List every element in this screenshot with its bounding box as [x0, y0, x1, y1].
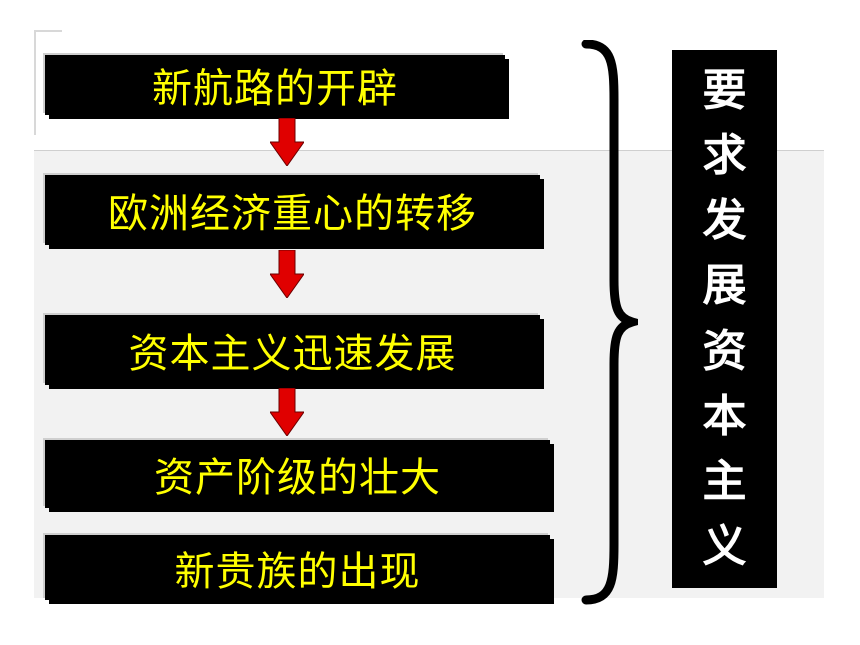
step-label-1: 新航路的开辟 — [152, 66, 398, 112]
conclusion-char: 求 — [702, 129, 747, 181]
step-label-2: 欧洲经济重心的转移 — [108, 191, 477, 237]
step-box-4: 资产阶级的壮大 — [45, 440, 550, 508]
conclusion-char: 要 — [702, 64, 747, 116]
conclusion-box: 要 求 发 展 资 本 主 义 — [672, 50, 777, 588]
conclusion-char: 展 — [702, 260, 747, 312]
step-label-5: 新贵族的出现 — [174, 548, 421, 595]
conclusion-char: 资 — [702, 325, 747, 377]
down-arrow-icon — [270, 250, 304, 298]
down-arrow-icon — [270, 118, 304, 166]
frame-line-top-left — [34, 30, 62, 32]
step-box-5: 新贵族的出现 — [45, 535, 550, 600]
frame-line-panel-top — [34, 150, 824, 151]
frame-line-left-1 — [34, 30, 36, 135]
step-box-1: 新航路的开辟 — [45, 55, 505, 115]
step-label-4: 资产阶级的壮大 — [154, 455, 441, 501]
right-brace-icon — [581, 40, 638, 605]
down-arrow-icon — [270, 388, 304, 436]
conclusion-char: 本 — [702, 390, 747, 442]
step-box-3: 资本主义迅速发展 — [45, 315, 540, 385]
conclusion-char: 义 — [702, 521, 747, 573]
step-label-3: 资本主义迅速发展 — [128, 331, 457, 377]
conclusion-char: 主 — [702, 456, 747, 508]
conclusion-char: 发 — [702, 195, 747, 247]
step-box-2: 欧洲经济重心的转移 — [45, 175, 540, 245]
